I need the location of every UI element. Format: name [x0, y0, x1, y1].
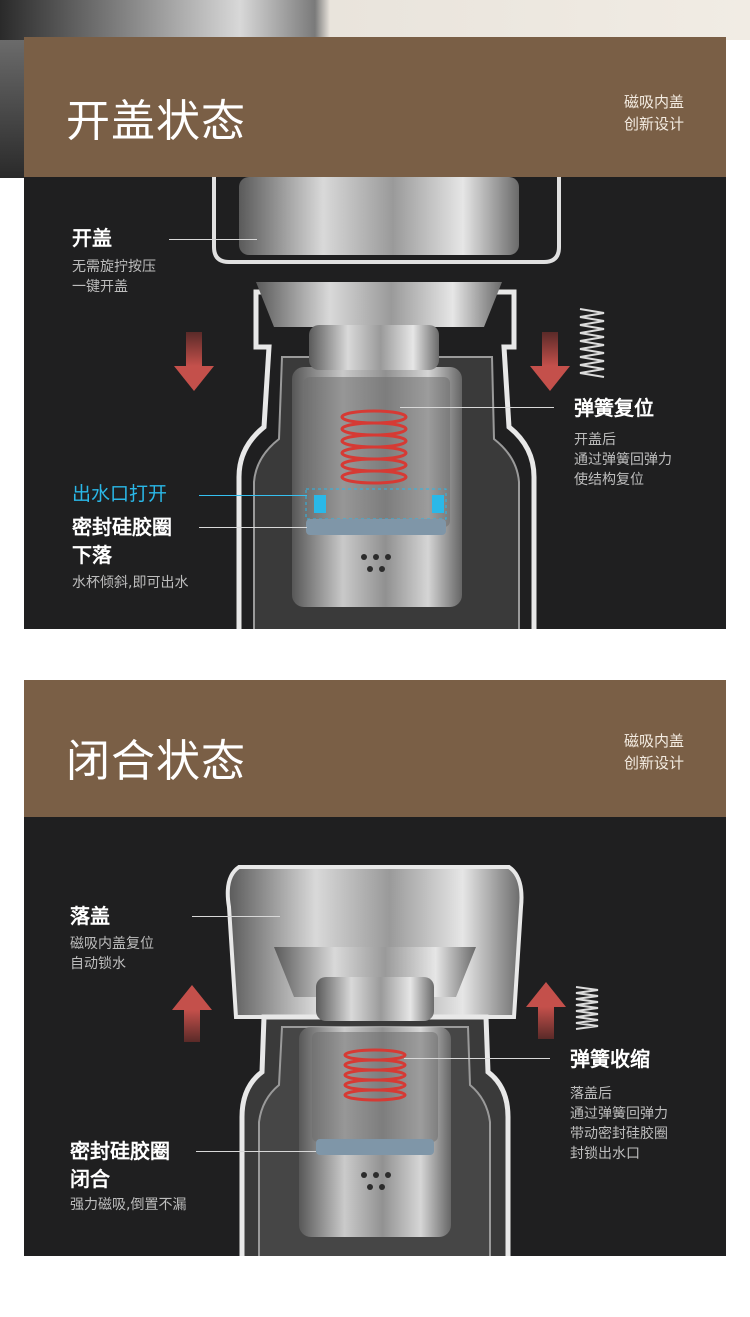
spring-label: 弹簧收缩: [570, 1047, 650, 1071]
seal-leader-line: [199, 527, 307, 528]
spring-icon: [579, 308, 605, 378]
closed-cutaway-illustration: [172, 865, 599, 1256]
desc-line: 落盖后: [570, 1086, 612, 1102]
red-spring-shape: [343, 1048, 407, 1102]
open-state-section: 开盖状态 磁吸内盖 创新设计: [24, 37, 726, 629]
desc-line: 通过弹簧回弹力: [574, 452, 672, 468]
open-state-subtitle: 磁吸内盖 创新设计: [624, 91, 684, 135]
lid-label: 落盖: [70, 904, 110, 928]
desc-line: 通过弹簧回弹力: [570, 1106, 668, 1122]
spring-desc: 开盖后 通过弹簧回弹力 使结构复位: [574, 430, 672, 490]
seal-ring-shape: [306, 519, 446, 535]
subtitle-line: 磁吸内盖: [623, 93, 684, 111]
outlet-marker-right: [432, 495, 444, 513]
desc-line: 无需旋拧按压: [72, 259, 156, 275]
closed-state-title: 闭合状态: [66, 736, 246, 787]
desc-line: 使结构复位: [574, 472, 644, 488]
desc-line: 一键开盖: [72, 279, 128, 295]
seal-label-line: 密封硅胶圈: [70, 1139, 170, 1163]
open-state-title: 开盖状态: [66, 96, 246, 147]
lid-label: 开盖: [72, 226, 112, 250]
arrow-up-icon: [526, 982, 566, 1039]
open-cutaway-illustration: [174, 177, 605, 629]
spring-icon: [575, 986, 599, 1030]
spring-leader-line: [400, 407, 554, 408]
spring-leader-line: [404, 1058, 550, 1059]
desc-line: 封锁出水口: [570, 1146, 640, 1162]
arrow-down-icon: [174, 332, 214, 391]
arrow-up-icon: [172, 985, 212, 1042]
lid-leader-line: [169, 239, 257, 240]
seal-label: 密封硅胶圈 下落: [72, 513, 172, 569]
red-spring-shape: [340, 409, 408, 485]
outlet-leader-line: [199, 495, 307, 496]
desc-line: 带动密封硅胶圈: [570, 1126, 668, 1142]
outlet-marker-left: [314, 495, 326, 513]
closed-state-diagram: 落盖 磁吸内盖复位 自动锁水 弹簧收缩 落盖后 通过弹簧回弹力 带动密封硅胶圈 …: [24, 817, 726, 1256]
subtitle-line: 磁吸内盖: [623, 732, 684, 750]
spring-desc: 落盖后 通过弹簧回弹力 带动密封硅胶圈 封锁出水口: [570, 1084, 668, 1164]
outlet-label: 出水口打开: [72, 483, 168, 505]
seal-label-line: 密封硅胶圈: [72, 515, 172, 539]
lid-desc: 无需旋拧按压 一键开盖: [72, 257, 156, 297]
desc-line: 开盖后: [574, 432, 616, 448]
closed-state-section: 闭合状态 磁吸内盖 创新设计: [24, 680, 726, 1256]
closed-state-header: 闭合状态 磁吸内盖 创新设计: [24, 680, 726, 817]
closed-state-subtitle: 磁吸内盖 创新设计: [624, 730, 684, 774]
lid-leader-line: [192, 916, 280, 917]
subtitle-line: 创新设计: [623, 115, 684, 133]
seal-label: 密封硅胶圈 闭合: [70, 1137, 170, 1193]
arrow-down-icon: [530, 332, 570, 391]
desc-line: 自动锁水: [70, 956, 126, 972]
seal-label-line: 下落: [72, 543, 112, 567]
seal-ring-shape: [316, 1139, 434, 1155]
top-product-photo-edge: [0, 40, 24, 178]
seal-label-line: 闭合: [70, 1167, 110, 1191]
subtitle-line: 创新设计: [623, 754, 684, 772]
seal-desc: 水杯倾斜,即可出水: [72, 575, 189, 591]
desc-line: 磁吸内盖复位: [70, 936, 154, 952]
seal-desc: 强力磁吸,倒置不漏: [70, 1197, 187, 1213]
open-state-header: 开盖状态 磁吸内盖 创新设计: [24, 37, 726, 177]
open-state-diagram: 开盖 无需旋拧按压 一键开盖 弹簧复位 开盖后 通过弹簧回弹力 使结构复位 出水…: [24, 177, 726, 629]
lid-cap-shape: [239, 177, 519, 255]
top-product-photo-strip: [0, 0, 750, 40]
seal-leader-line: [196, 1151, 316, 1152]
lid-desc: 磁吸内盖复位 自动锁水: [70, 934, 154, 974]
spring-label: 弹簧复位: [574, 396, 654, 420]
